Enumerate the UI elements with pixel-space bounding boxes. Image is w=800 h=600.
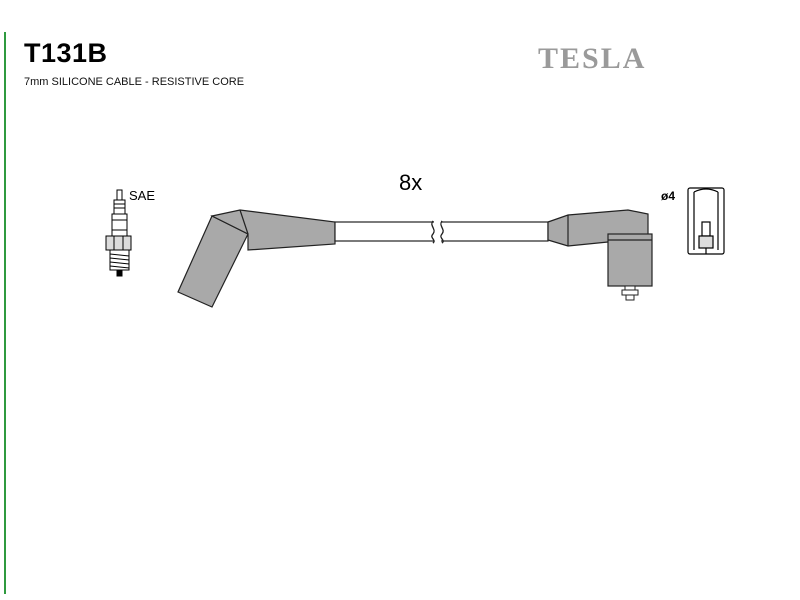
part-number-title: T131B [24,38,108,68]
distributor-terminal-icon [687,187,725,255]
distributor-boot [547,209,653,287]
left-accent-rule [4,32,6,594]
spark-plug-icon [105,189,132,277]
ignition-cable [334,220,549,244]
spark-plug-standard-label: SAE [129,188,155,203]
quantity-label: 8x [399,170,422,195]
cable-description: 7mm SILICONE CABLE - RESISTIVE CORE [24,76,245,88]
terminal-diameter-label: ø4 [661,189,675,203]
brand-logo: TESLA [538,42,647,75]
terminal-pin [621,285,639,301]
spark-plug-boot [177,209,336,308]
